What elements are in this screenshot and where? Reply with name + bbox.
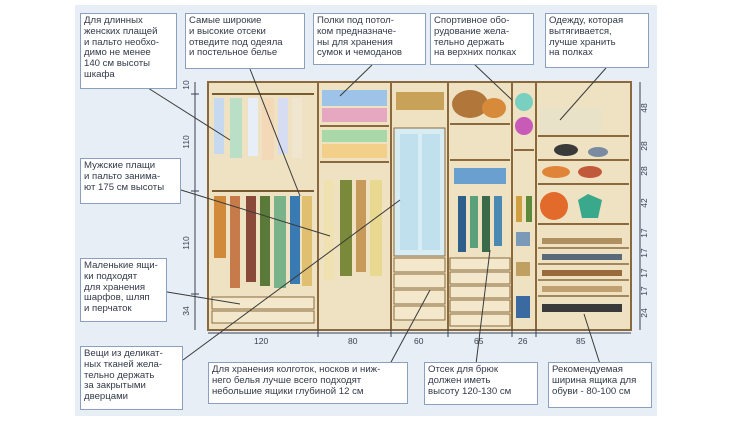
note-wide-high: Самые широкие и высокие отсеки отведите … xyxy=(185,13,305,69)
dim-bottom-120: 120 xyxy=(254,336,269,346)
dim-bottom-65: 65 xyxy=(474,336,484,346)
dimension-lines xyxy=(191,82,641,337)
note-small-drawers: Маленькие ящи- ки подходят для хранения … xyxy=(80,258,167,322)
dim-right-48: 48 xyxy=(639,103,649,113)
dim-right-28-a: 28 xyxy=(639,141,649,151)
note-trousers: Отсек для брюк должен иметь высоту 120-1… xyxy=(424,362,538,405)
wardrobe-dividers xyxy=(317,82,537,330)
note-long-coats: Для длинных женских плащей и пальто необ… xyxy=(80,13,177,89)
dim-right-17-c: 17 xyxy=(639,268,649,278)
right-section xyxy=(538,108,629,312)
note-tights: Для хранения колготок, носков и ниж- нег… xyxy=(208,362,408,404)
glass-door-section xyxy=(393,92,446,321)
dim-left-110-bottom: 110 xyxy=(181,236,191,250)
dim-bottom-85: 85 xyxy=(576,336,586,346)
sport-column xyxy=(514,93,534,318)
dim-right-42: 42 xyxy=(639,198,649,208)
note-ceiling-shelves: Полки под потол- ком предназначе- ны для… xyxy=(313,13,426,65)
dim-left-34: 34 xyxy=(181,306,191,316)
dim-right-24: 24 xyxy=(639,308,649,318)
leader-lines xyxy=(147,63,607,365)
note-stretch: Одежду, которая вытягивается, лучше хран… xyxy=(545,13,649,68)
dim-bottom-60: 60 xyxy=(414,336,424,346)
note-delicate: Вещи из деликат- ных тканей жела- тельно… xyxy=(80,346,183,410)
dim-bottom-80: 80 xyxy=(348,336,358,346)
note-mens-coats: Мужские плащи и пальто занима- ют 175 см… xyxy=(80,158,181,204)
note-sport: Спортивное обо- рудование жела- тельно д… xyxy=(430,13,534,65)
note-shoes: Рекомендуемая ширина ящика для обуви - 8… xyxy=(548,362,652,408)
bags-and-trousers xyxy=(449,90,511,327)
hanging-clothes-left xyxy=(212,93,314,288)
dim-left-10: 10 xyxy=(181,80,191,90)
dim-bottom-26: 26 xyxy=(518,336,528,346)
linen-shelves xyxy=(320,90,389,280)
dim-right-17-b: 17 xyxy=(639,248,649,258)
dim-left-110-top: 110 xyxy=(181,135,191,149)
dim-right-17-a: 17 xyxy=(639,228,649,238)
dim-right-17-d: 17 xyxy=(639,286,649,296)
dim-right-28-b: 28 xyxy=(639,166,649,176)
